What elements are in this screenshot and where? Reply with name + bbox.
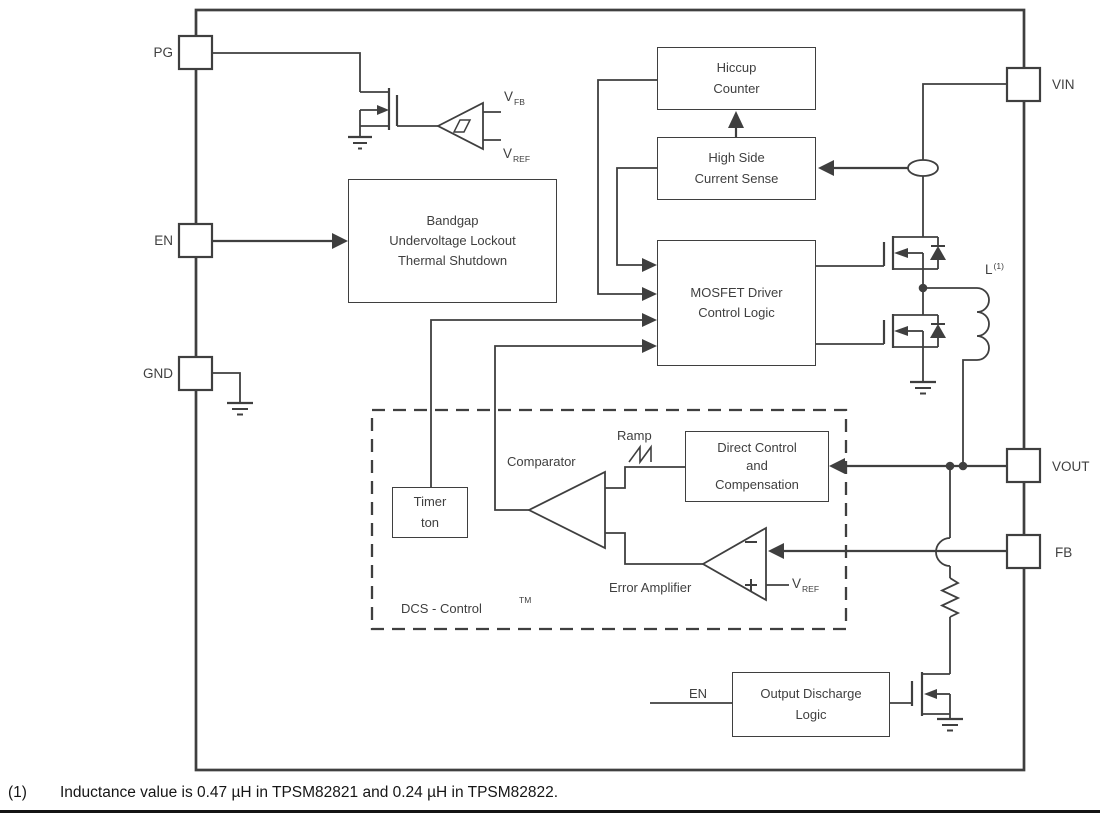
dcs-control-label: DCS - Control: [401, 601, 482, 616]
vref-subscript: REF: [513, 154, 531, 164]
current-sensor-icon: [907, 159, 939, 177]
error-amplifier-icon: [701, 526, 767, 602]
pg-pin-label: PG: [153, 45, 173, 60]
hiccup-counter-block: Hiccup Counter: [657, 47, 816, 110]
bottom-rule: [0, 810, 1100, 813]
block-text-line: Counter: [713, 80, 760, 96]
inductor-icon: [962, 287, 990, 466]
vout-pin-label: VOUT: [1052, 459, 1090, 474]
block-text-line: Logic: [795, 706, 827, 722]
inductor-superscript: (1): [993, 261, 1004, 271]
discharge-ground-icon: [937, 717, 963, 732]
timer-ton-block: Timer ton: [392, 487, 468, 538]
vref-subscript: REF: [802, 584, 820, 594]
inductor-label: L(1): [985, 261, 1004, 277]
block-text-line: Control Logic: [698, 305, 775, 320]
footnote-text: Inductance value is 0.47 µH in TPSM82821…: [60, 784, 559, 801]
error-amplifier-label: Error Amplifier: [609, 580, 692, 595]
power-ground-icon: [910, 380, 936, 395]
block-text-line: Timer: [413, 494, 447, 510]
sensor-to-current-sense-arrow: [818, 160, 908, 176]
mosfet-driver-block: MOSFET Driver Control Logic: [657, 240, 816, 366]
comparator-input-wires: [605, 466, 703, 565]
fb-wire: [768, 543, 1007, 559]
high-side-mosfet-icon: [816, 236, 946, 270]
feedback-divider-wire: [935, 466, 951, 674]
ramp-label: Ramp: [617, 428, 652, 443]
direct-control-block: Direct Control and Compensation: [685, 431, 829, 502]
comparator-icon: [526, 470, 606, 550]
dcs-control-dashed-box: [370, 408, 848, 631]
discharge-en-label: EN: [689, 686, 708, 701]
vin-pin-label: VIN: [1052, 77, 1075, 92]
comparator-to-driver-wire: [494, 339, 657, 511]
block-text-line: Output Discharge: [760, 686, 862, 702]
gnd-pin: [177, 355, 214, 392]
fb-pin-label: FB: [1055, 545, 1073, 560]
chip-outline: [194, 8, 1026, 772]
block-text-line: Compensation: [715, 476, 799, 492]
block-text-line: and: [746, 458, 768, 474]
en-to-bandgap-arrow: [213, 233, 348, 249]
pg-wire: [213, 52, 361, 92]
footnote-index: (1): [8, 784, 27, 801]
high-side-current-sense-block: High Side Current Sense: [657, 137, 816, 200]
pin-boxes: [177, 34, 1042, 570]
en-pin-label: EN: [154, 233, 173, 248]
block-text-line: Thermal Shutdown: [397, 253, 508, 269]
vout-pin: [1005, 447, 1042, 484]
gnd-pin-label: GND: [143, 366, 173, 381]
en-pin: [177, 222, 214, 259]
block-text-line: High Side: [708, 150, 765, 166]
inductor-base: L: [985, 262, 993, 277]
vref-ea-label: VREF: [792, 576, 819, 594]
vref-base: V: [792, 576, 802, 591]
output-discharge-block: Output Discharge Logic: [732, 672, 890, 737]
block-text-line: Bandgap: [426, 212, 479, 228]
block-text-line: Hiccup: [716, 60, 757, 76]
gnd-wire: [212, 372, 241, 402]
switch-node-wire: [918, 269, 977, 315]
vref-base: V: [503, 146, 513, 161]
comparator-label: Comparator: [507, 454, 576, 469]
current-sense-to-hiccup-arrow: [728, 111, 744, 137]
dcs-control-trademark: TM: [519, 595, 532, 605]
vin-wire: [922, 83, 1007, 237]
discharge-mosfet-icon: [890, 672, 951, 719]
block-text-line: Direct Control: [717, 440, 797, 456]
block-text-line: Current Sense: [694, 170, 779, 186]
block-text-line: Undervoltage Lockout: [389, 232, 516, 248]
current-sense-to-driver-wire: [616, 167, 657, 272]
pg-comparator-icon: [436, 101, 501, 151]
resistor-icon: [939, 577, 961, 618]
pg-mosfet-icon: [359, 88, 438, 137]
vin-pin: [1005, 66, 1042, 103]
vfb-subscript: FB: [514, 97, 525, 107]
hiccup-to-driver-wire: [597, 79, 657, 301]
pg-ground-icon: [348, 135, 372, 150]
low-side-mosfet-icon: [816, 314, 946, 381]
pg-pin: [177, 34, 214, 71]
vfb-base: V: [504, 89, 514, 104]
vout-wire: [829, 458, 1007, 474]
block-text-line: ton: [420, 514, 440, 530]
vfb-label: VFB: [504, 89, 525, 107]
bandgap-block: Bandgap Undervoltage Lockout Thermal Shu…: [348, 179, 557, 303]
block-text-line: MOSFET Driver: [690, 284, 783, 300]
timer-to-driver-wire: [430, 313, 657, 487]
footnote: (1) Inductance value is 0.47 µH in TPSM8…: [8, 784, 558, 802]
vref-pg-label: VREF: [503, 146, 530, 164]
fb-pin: [1005, 533, 1042, 570]
gnd-ground-icon: [227, 401, 253, 416]
ramp-waveform-icon: [628, 444, 652, 465]
